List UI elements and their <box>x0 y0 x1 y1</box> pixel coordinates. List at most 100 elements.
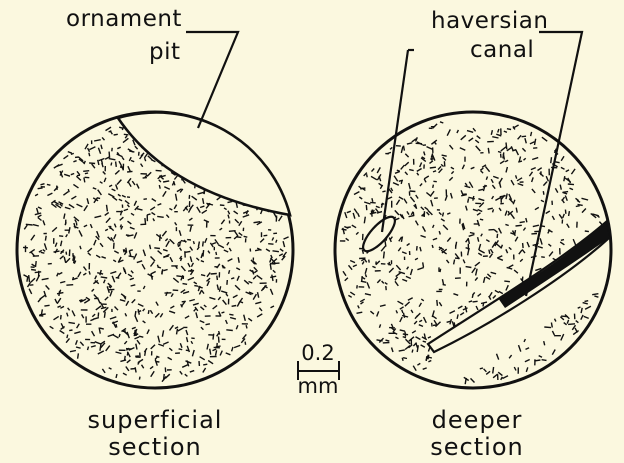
lacuna-dash <box>216 350 217 355</box>
lacuna-dash <box>201 327 204 330</box>
lacuna-dash <box>477 213 481 215</box>
lacuna-dash <box>134 201 136 206</box>
lacuna-dash <box>52 227 57 231</box>
lacuna-dash <box>492 137 498 138</box>
lacuna-dash <box>89 163 95 164</box>
lacuna-dash <box>46 285 50 289</box>
lacuna-dash <box>520 259 523 262</box>
lacuna-dash <box>347 211 351 213</box>
lacuna-dash <box>95 342 101 344</box>
lacuna-dash <box>442 279 443 285</box>
lacuna-dash <box>226 294 228 297</box>
lacuna-dash <box>367 282 369 288</box>
lacuna-dash <box>135 316 138 322</box>
lacuna-dash <box>518 184 524 186</box>
lacuna-dash <box>147 172 151 176</box>
lacuna-dash <box>507 129 511 130</box>
lacuna-dash <box>255 302 261 304</box>
lacuna-dash <box>279 254 283 256</box>
lacuna-dash <box>350 261 355 263</box>
lacuna-dash <box>135 337 140 339</box>
lacuna-dash <box>248 318 252 321</box>
lacuna-dash <box>356 232 358 234</box>
lacuna-dash <box>41 184 45 185</box>
lacuna-dash <box>468 238 469 244</box>
lacuna-dash <box>505 160 508 162</box>
lacuna-dash <box>379 176 381 181</box>
lacuna-dash <box>535 139 536 145</box>
lacuna-dash <box>97 273 103 274</box>
lacuna-dash <box>60 282 65 283</box>
lacuna-dash <box>172 182 174 186</box>
lacuna-dash <box>180 242 181 246</box>
lacuna-dash <box>145 175 147 177</box>
lacuna-dash <box>231 278 234 279</box>
lacuna-dash <box>190 205 194 210</box>
lacuna-dash <box>143 286 145 289</box>
lacuna-dash <box>511 146 513 150</box>
lacuna-dash <box>137 340 140 344</box>
lacuna-dash <box>114 251 118 253</box>
lacuna-dash <box>105 297 108 300</box>
lacuna-dash <box>497 244 501 248</box>
lacuna-dash <box>123 138 128 142</box>
lacuna-dash <box>181 241 187 242</box>
lacuna-dash <box>115 307 119 311</box>
lacuna-dash <box>592 294 598 295</box>
lacuna-dash <box>68 308 70 311</box>
lacuna-dash <box>279 216 283 221</box>
lacuna-dash <box>208 251 210 254</box>
lacuna-dash <box>506 143 507 150</box>
lacuna-dash <box>84 178 85 183</box>
deeper-section-caption-line1: deeper <box>377 406 577 434</box>
lacuna-dash <box>189 300 195 302</box>
lacuna-dash <box>411 310 413 313</box>
lacuna-dash <box>164 374 165 380</box>
lacuna-dash <box>372 266 375 267</box>
lacuna-dash <box>197 207 201 213</box>
lacuna-dash <box>159 180 161 182</box>
lacuna-dash <box>69 322 75 323</box>
lacuna-dash <box>254 270 257 272</box>
lacuna-dash <box>196 312 198 318</box>
lacuna-dash <box>564 323 567 325</box>
lacuna-dash <box>114 134 118 135</box>
lacuna-dash <box>45 236 46 241</box>
lacuna-dash <box>432 316 437 319</box>
lacuna-dash <box>523 228 525 231</box>
lacuna-dash <box>552 331 554 335</box>
lacuna-dash <box>145 158 146 161</box>
lacuna-dash <box>493 367 494 374</box>
lacuna-dash <box>156 170 162 171</box>
lacuna-dash <box>145 351 146 356</box>
lacuna-dash <box>229 248 231 251</box>
lacuna-dash <box>116 185 118 190</box>
lacuna-dash <box>155 360 157 366</box>
lacuna-dash <box>158 204 162 205</box>
lacuna-dash <box>64 214 65 219</box>
lacuna-dash <box>433 238 437 240</box>
lacuna-dash <box>585 306 591 309</box>
lacuna-dash <box>473 301 478 302</box>
lacuna-dash <box>228 259 233 262</box>
lacuna-dash <box>407 267 409 270</box>
lacuna-dash <box>41 252 45 253</box>
lacuna-dash <box>458 306 462 309</box>
lacuna-dash <box>478 210 483 212</box>
lacuna-dash <box>486 177 487 180</box>
lacuna-dash <box>252 270 253 274</box>
lacuna-dash <box>479 244 481 250</box>
lacuna-dash <box>229 314 233 315</box>
lacuna-dash <box>122 157 124 160</box>
lacuna-dash <box>190 371 194 373</box>
lacuna-dash <box>428 361 431 362</box>
lacuna-dash <box>447 213 450 214</box>
lacuna-dash <box>585 231 589 232</box>
lacuna-dash <box>150 245 151 249</box>
lacuna-dash <box>407 244 410 246</box>
lacuna-dash <box>515 230 516 235</box>
lacuna-dash <box>151 160 155 162</box>
lacuna-dash <box>386 340 390 341</box>
lacuna-dash <box>104 280 106 284</box>
lacuna-dash <box>156 234 162 238</box>
